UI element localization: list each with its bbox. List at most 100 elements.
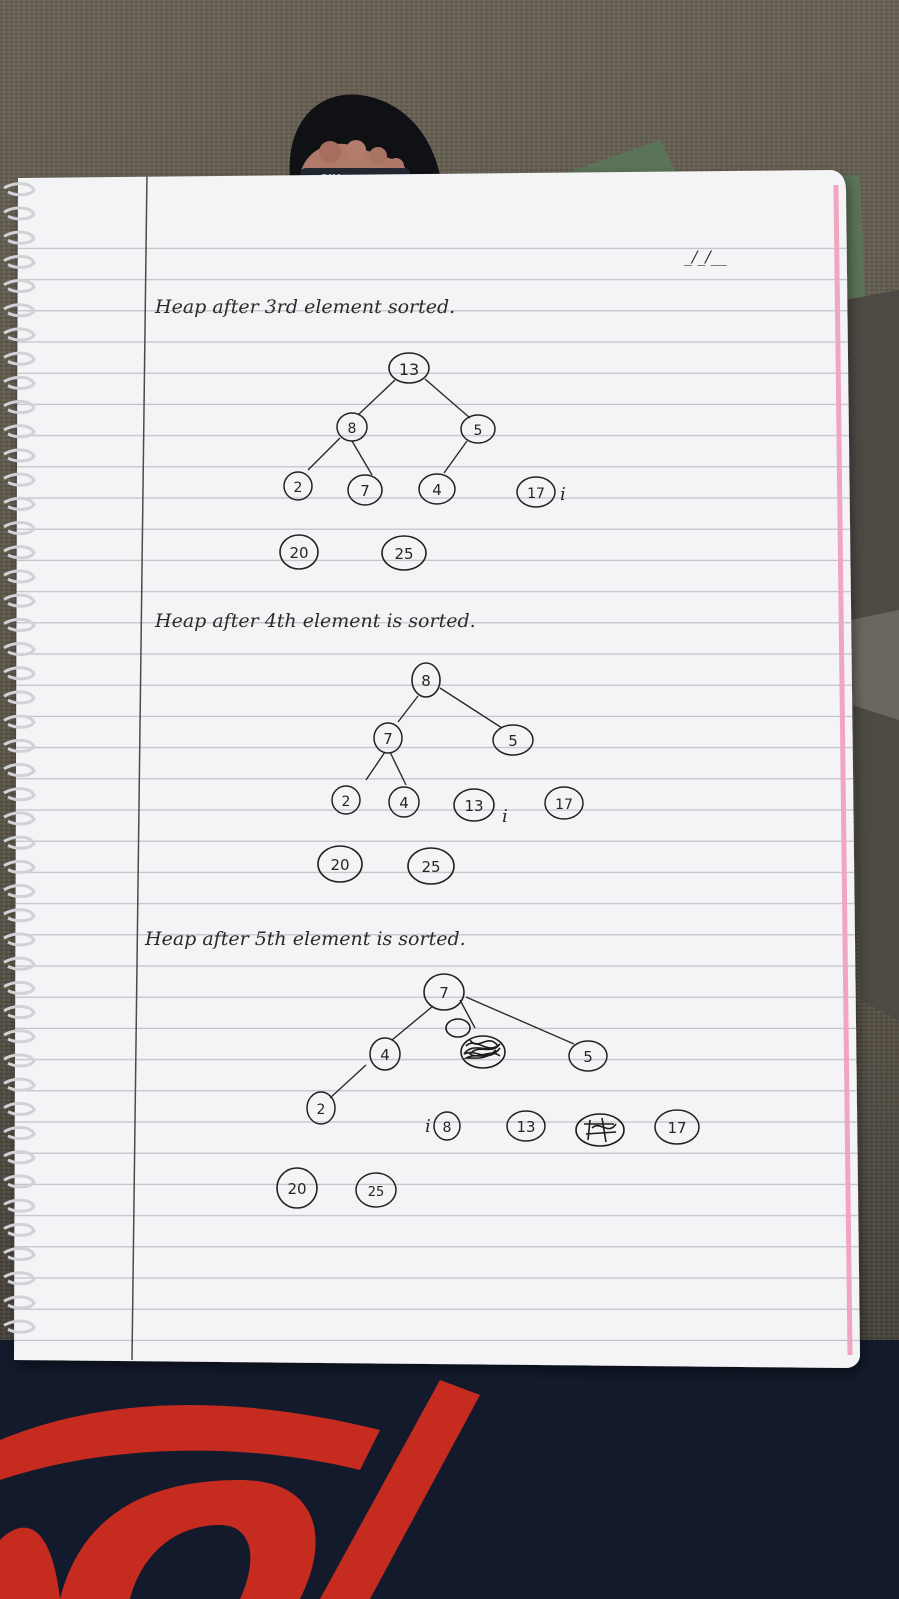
spiral-ring <box>3 1319 36 1334</box>
spiral-ring <box>3 230 36 245</box>
node-label: 8 <box>348 421 357 437</box>
spiral-ring <box>3 303 36 318</box>
node-label: 25 <box>421 858 440 876</box>
spiral-ring <box>3 279 36 294</box>
spiral-ring <box>3 327 36 342</box>
spiral-ring <box>3 496 36 511</box>
spiral-ring <box>3 859 36 874</box>
node: 5 <box>492 724 534 756</box>
spiral-ring <box>3 545 36 560</box>
spiral-ring <box>3 980 36 995</box>
node: 25 <box>381 535 427 571</box>
ruled-lines <box>14 171 860 1361</box>
node-label: 5 <box>583 1048 593 1066</box>
node: 17 <box>654 1109 700 1145</box>
node-label: 5 <box>474 423 483 439</box>
spiral-ring <box>3 642 36 657</box>
node-label: 13 <box>399 360 419 379</box>
spiral-ring <box>3 472 36 487</box>
spiral-ring <box>3 763 36 778</box>
node-label: 7 <box>383 730 393 748</box>
spiral-ring <box>3 1295 36 1310</box>
node: 8 <box>433 1111 461 1141</box>
node: 5 <box>568 1040 608 1072</box>
spiral-ring <box>3 1174 36 1189</box>
spiral-ring <box>3 956 36 971</box>
spiral-ring <box>3 1271 36 1286</box>
spiral-ring <box>3 787 36 802</box>
section-3: Heap after 5th element is sorted. 7 4 5 … <box>144 928 700 1209</box>
spiral-ring <box>3 521 36 536</box>
spiral-ring <box>3 206 36 221</box>
node-label: 25 <box>394 545 413 563</box>
node: 13 <box>388 352 430 384</box>
spiral-ring <box>3 448 36 463</box>
node: 5 <box>460 414 496 444</box>
node-label: 4 <box>380 1046 390 1064</box>
spiral-ring <box>3 666 36 681</box>
node: 2 <box>283 471 313 501</box>
spiral-ring <box>3 811 36 826</box>
node-label: 5 <box>508 732 518 750</box>
node-label: 4 <box>399 794 409 812</box>
scribble-mark <box>575 1113 625 1147</box>
spiral-ring <box>3 1005 36 1020</box>
node: 20 <box>276 1167 318 1209</box>
heading-1: Heap after 3rd element sorted. <box>154 296 455 318</box>
spiral-ring <box>3 254 36 269</box>
spiral-ring <box>3 182 36 197</box>
section-1: Heap after 3rd element sorted. 13 8 5 2 … <box>154 296 566 571</box>
tree-nodes-2: 8 7 5 2 4 13 i 17 20 25 <box>317 662 584 885</box>
spiral-ring <box>3 1198 36 1213</box>
node: 4 <box>418 473 456 505</box>
node-label: 20 <box>287 1180 306 1198</box>
spiral-ring <box>3 908 36 923</box>
section-2: Heap after 4th element is sorted. 8 7 5 … <box>154 610 584 885</box>
spiral-ring <box>3 714 36 729</box>
node-label: 25 <box>368 1185 385 1200</box>
node-label: 7 <box>439 984 449 1002</box>
node: 4 <box>369 1037 401 1071</box>
tree-edges-3 <box>329 996 575 1099</box>
node: 13 <box>506 1110 546 1142</box>
spiral-ring <box>3 932 36 947</box>
node-label: 2 <box>342 794 351 810</box>
node-label: 20 <box>330 856 349 874</box>
node-label: 17 <box>527 486 545 502</box>
tree-edges-2 <box>365 687 503 786</box>
node: 2 <box>306 1091 336 1125</box>
node-label: 17 <box>667 1119 686 1137</box>
node-label: 7 <box>360 482 370 500</box>
node-label: 20 <box>289 544 308 562</box>
node-label: 8 <box>443 1120 452 1136</box>
node: 17 <box>544 786 584 820</box>
spiral-ring <box>3 835 36 850</box>
node-label: 17 <box>555 797 573 813</box>
spiral-ring <box>3 593 36 608</box>
scribble-mark <box>445 1018 506 1069</box>
spiral-ring <box>3 1126 36 1141</box>
spiral-ring <box>3 1077 36 1092</box>
node: 7 <box>423 973 465 1011</box>
node: 2 <box>331 785 361 815</box>
spiral-ring <box>3 375 36 390</box>
node-label: 8 <box>421 672 431 690</box>
node: 20 <box>317 845 363 883</box>
node: 17 <box>516 476 556 508</box>
spiral-ring <box>3 351 36 366</box>
spiral-ring <box>3 424 36 439</box>
node: 20 <box>279 534 319 570</box>
tree-edges-1 <box>307 378 471 476</box>
spiral-binding <box>3 182 36 1334</box>
spiral-ring <box>3 617 36 632</box>
spiral-ring <box>3 1053 36 1068</box>
tree-nodes-3: 7 4 5 2 i 8 13 17 20 25 <box>276 973 700 1209</box>
node: 25 <box>355 1172 397 1208</box>
spiral-ring <box>3 1101 36 1116</box>
node: 4 <box>388 786 420 818</box>
node: 25 <box>407 847 455 885</box>
spiral-ring <box>3 1029 36 1044</box>
cloth-bottom <box>0 1340 899 1599</box>
spiral-ring <box>3 1247 36 1262</box>
node-label: 2 <box>294 480 303 496</box>
